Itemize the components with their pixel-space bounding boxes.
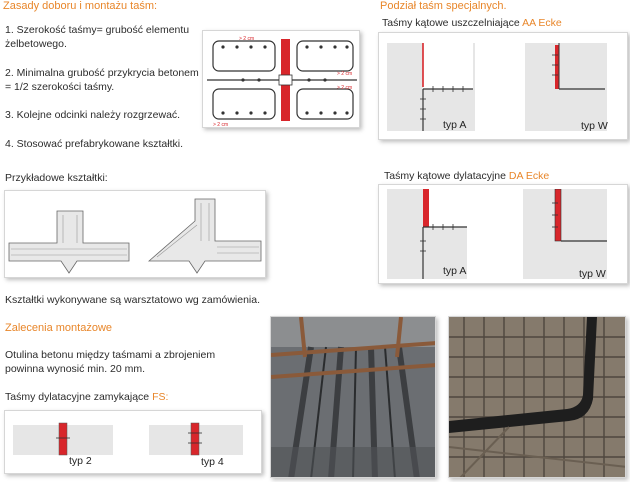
aa-heading: Taśmy kątowe uszczelniające AA Ecke [382, 17, 562, 30]
assembly-heading: Zalecenia montażowe [5, 322, 113, 334]
rule-1-line-2: żelbetowego. [5, 38, 67, 50]
aa-ecke-panel: typ A typ W [378, 32, 628, 140]
da-type-w-concrete [523, 189, 607, 279]
aa-heading-accent: AA Ecke [522, 17, 562, 29]
photo-corner-tape [448, 316, 626, 478]
rule-1-line-1: 1. Szerokość taśmy= grubość elementu [5, 24, 190, 36]
da-type-w-label: typ W [579, 268, 606, 280]
rule-2-line-2: = 1/2 szerokości taśmy. [5, 81, 115, 93]
dim-label-2: > 2 cm [337, 71, 352, 77]
da-ecke-panel: typ A typ W [378, 184, 628, 284]
rule-3: 3. Kolejne odcinki należy rozgrzewać. [5, 109, 181, 121]
fs-type2-tape [56, 422, 70, 456]
special-tapes-heading: Podział taśm specjalnych. [380, 0, 507, 12]
reinforcement-diagram: > 2 cm > 2 cm > 2 cm > 2 cm [202, 30, 360, 128]
reinforcement-drawing: > 2 cm > 2 cm > 2 cm > 2 cm [207, 36, 357, 128]
fs-type4-label: typ 4 [201, 456, 224, 468]
fs-tapes-panel: typ 2 typ 4 [4, 410, 262, 474]
fs-type2-label: typ 2 [69, 455, 92, 467]
fs-heading-prefix: Taśmy dylatacyjne zamykające [5, 391, 153, 403]
rule-4: 4. Stosować prefabrykowane kształtki. [5, 138, 183, 150]
da-heading: Taśmy kątowe dylatacyjne DA Ecke [384, 170, 549, 183]
workshop-note: Kształtki wykonywane są warsztatowo wg z… [5, 294, 261, 306]
photo-tape-installation [270, 316, 436, 478]
dim-label-3: > 2 cm [337, 85, 352, 91]
photo-corner-tape-image [449, 317, 625, 477]
da-type-w-tape [552, 189, 607, 242]
fs-heading-accent: FS: [152, 391, 169, 403]
aa-type-w-tape [552, 43, 605, 90]
aa-type-a-tape [420, 43, 473, 131]
aa-type-a-label: typ A [443, 119, 467, 131]
photo-tape-installation-image [271, 317, 435, 477]
assembly-text-line-1: Otulina betonu między taśmami a zbrojeni… [5, 349, 216, 361]
fs-heading: Taśmy dylatacyjne zamykające FS: [5, 391, 168, 404]
tape-shapes-drawing [8, 198, 262, 274]
aa-heading-prefix: Taśmy kątowe uszczelniające [382, 17, 523, 29]
rule-2-line-1: 2. Minimalna grubość przykrycia betonem [5, 67, 199, 79]
da-heading-prefix: Taśmy kątowe dylatacyjne [384, 170, 509, 182]
shapes-heading: Przykładowe kształtki: [5, 172, 108, 184]
example-shapes-panel [4, 190, 266, 278]
da-type-a-label: typ A [443, 265, 467, 277]
aa-type-w-label: typ W [581, 120, 608, 132]
da-heading-accent: DA Ecke [508, 170, 550, 182]
rules-heading: Zasady doboru i montażu taśm: [3, 0, 158, 12]
fs-type4-tape [188, 422, 202, 456]
da-type-a-tape [420, 189, 467, 279]
assembly-text-line-2: powinna wynosić min. 20 mm. [5, 363, 146, 375]
dim-label-1: > 2 cm [239, 36, 254, 42]
aa-type-w-concrete [525, 43, 607, 131]
dim-label-4: > 2 cm [213, 122, 228, 128]
